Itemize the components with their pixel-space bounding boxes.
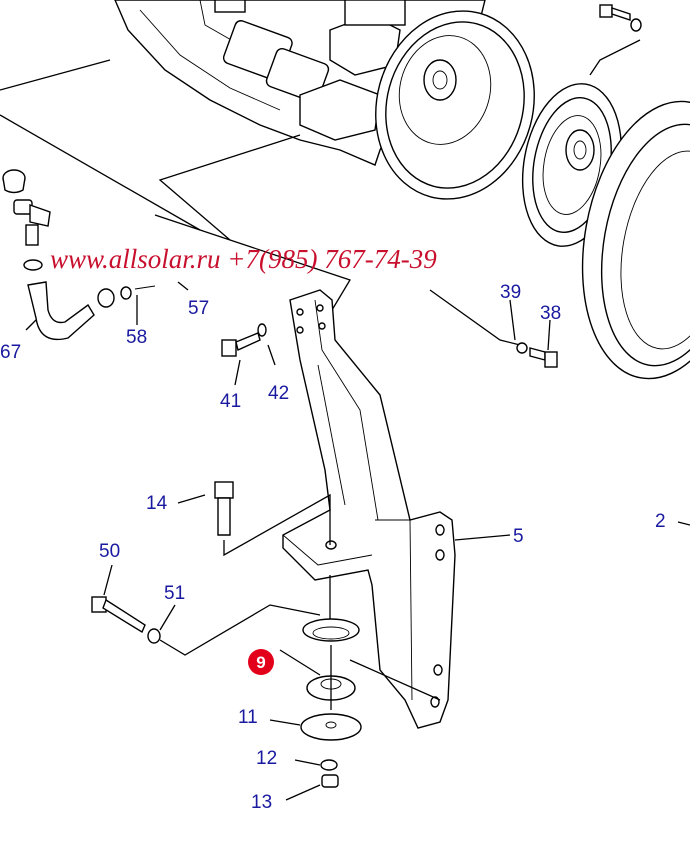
label-67: 67	[0, 342, 21, 363]
label-50: 50	[99, 541, 120, 562]
label-14: 14	[146, 493, 168, 514]
highlighted-label-9: 9	[248, 649, 274, 675]
label-57: 57	[188, 298, 209, 319]
part-number-labels: 57 58 67 41 42 39 38 14 5 2 50 51 11 12 …	[0, 282, 666, 813]
label-13: 13	[251, 792, 272, 813]
bolt-41-washer-42	[221, 323, 267, 357]
engine-housing-drawing	[114, 0, 535, 200]
highlight-badge	[248, 649, 274, 675]
label-38: 38	[540, 303, 561, 324]
label-12: 12	[256, 748, 277, 769]
small-bolt-top-right	[599, 4, 642, 32]
label-5: 5	[513, 526, 524, 547]
mounting-bracket-part-5	[282, 289, 456, 729]
bolt-38-washer-39	[516, 342, 558, 368]
label-58: 58	[126, 327, 147, 348]
label-42: 42	[268, 383, 289, 404]
bell-housing-drawing	[581, 100, 690, 380]
label-51: 51	[164, 583, 185, 604]
rubber-mount-stack	[269, 575, 441, 801]
bolt-50-washer-51	[91, 596, 321, 656]
reference-leader-lines	[0, 39, 641, 346]
label-leaders	[25, 281, 690, 631]
label-9: 9	[256, 653, 265, 672]
watermark-text: www.allsolar.ru +7(985) 767-74-39	[50, 244, 437, 274]
bolt-part-14	[214, 481, 331, 557]
label-2: 2	[655, 511, 666, 532]
label-39: 39	[500, 282, 521, 303]
label-11: 11	[238, 707, 258, 728]
label-41: 41	[220, 391, 241, 412]
hose-fitting-assembly	[2, 169, 156, 341]
